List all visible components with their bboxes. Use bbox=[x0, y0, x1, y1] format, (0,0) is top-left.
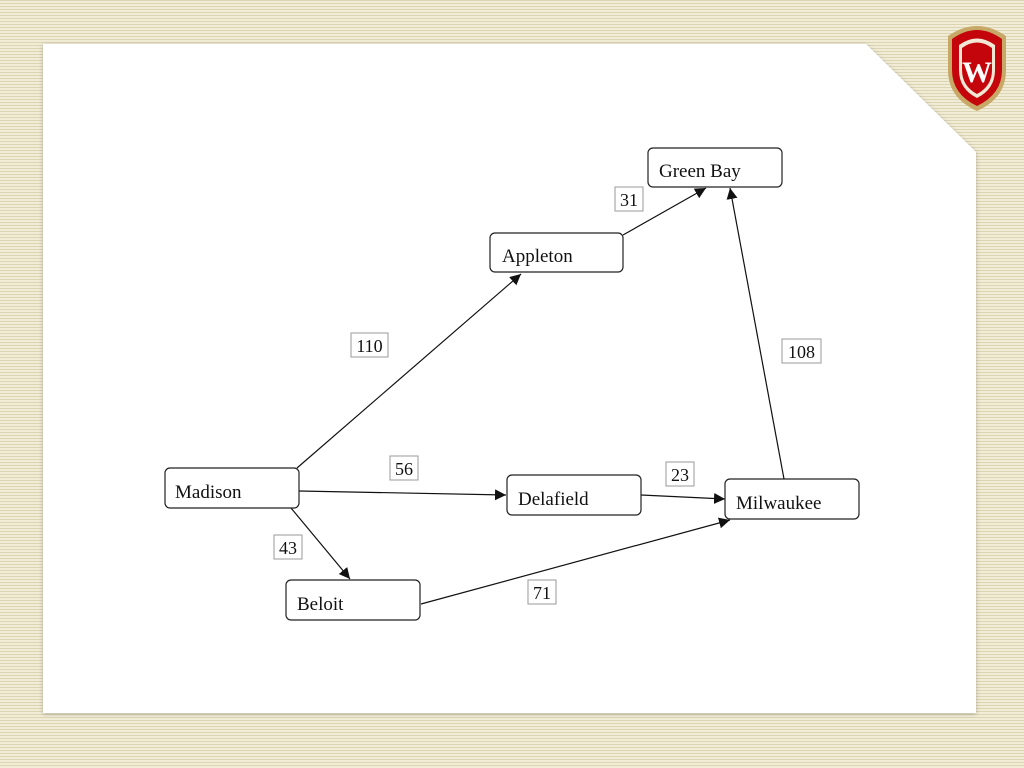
content-panel bbox=[43, 44, 976, 713]
node-label-beloit: Beloit bbox=[297, 594, 344, 615]
weight-label-milwaukee-green-bay: 108 bbox=[781, 338, 822, 364]
nodes: Green Bay Appleton Madison Delafield Mil… bbox=[164, 147, 860, 621]
weight-label-madison-delafield: 56 bbox=[389, 455, 419, 481]
weight-label-appleton-green-bay: 31 bbox=[614, 186, 644, 212]
weight-label-delafield-milwaukee: 23 bbox=[665, 461, 695, 487]
node-label-delafield: Delafield bbox=[518, 489, 589, 510]
node-appleton: Appleton bbox=[489, 232, 624, 273]
weight-text: 71 bbox=[533, 583, 551, 603]
node-delafield: Delafield bbox=[506, 474, 642, 516]
node-green-bay: Green Bay bbox=[647, 147, 783, 188]
node-label-green-bay: Green Bay bbox=[659, 161, 741, 182]
weight-text: 43 bbox=[279, 538, 297, 558]
node-milwaukee: Milwaukee bbox=[724, 478, 860, 520]
edge-madison-beloit bbox=[290, 507, 351, 580]
node-beloit: Beloit bbox=[285, 579, 421, 621]
node-madison: Madison bbox=[164, 467, 300, 509]
weight-text: 23 bbox=[671, 465, 689, 485]
edge-weights: 110 31 56 23 108 43 71 bbox=[273, 186, 822, 605]
node-label-madison: Madison bbox=[175, 482, 242, 503]
weight-text: 31 bbox=[620, 190, 638, 210]
weight-label-beloit-milwaukee: 71 bbox=[527, 579, 557, 605]
edge-delafield-milwaukee bbox=[640, 492, 726, 504]
weight-text: 110 bbox=[356, 336, 382, 356]
crest-letter: W bbox=[962, 56, 992, 89]
edges bbox=[290, 187, 785, 605]
node-label-milwaukee: Milwaukee bbox=[736, 493, 821, 514]
node-label-appleton: Appleton bbox=[502, 246, 573, 267]
university-crest-logo: W bbox=[948, 26, 1006, 111]
edge-milwaukee-green-bay bbox=[726, 187, 785, 480]
edge-madison-appleton bbox=[296, 273, 522, 469]
weight-label-madison-beloit: 43 bbox=[273, 534, 303, 560]
weight-text: 108 bbox=[788, 342, 815, 362]
edge-appleton-green-bay bbox=[622, 187, 707, 236]
edge-beloit-milwaukee bbox=[420, 517, 731, 605]
weight-label-madison-appleton: 110 bbox=[350, 332, 389, 358]
weight-text: 56 bbox=[395, 459, 413, 479]
edge-madison-delafield bbox=[298, 489, 507, 501]
crest-inner-red bbox=[962, 42, 992, 94]
